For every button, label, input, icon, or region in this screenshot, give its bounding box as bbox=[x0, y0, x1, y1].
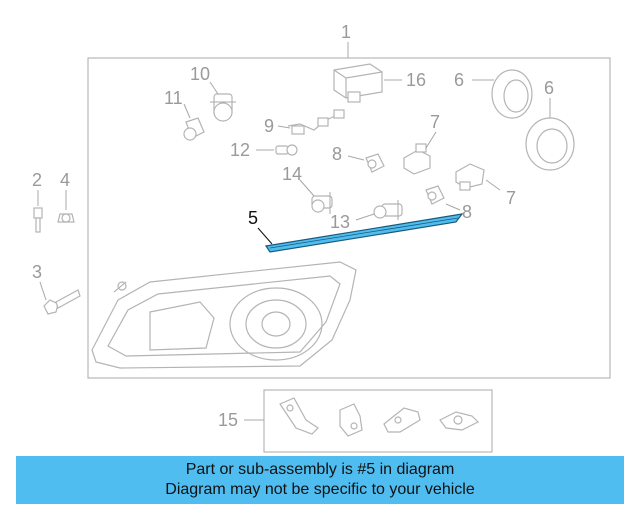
socket-7a bbox=[403, 143, 431, 175]
callout-14: 14 bbox=[282, 164, 302, 184]
callout-12: 12 bbox=[230, 140, 250, 160]
bulb-11 bbox=[183, 117, 205, 141]
callout-6a: 6 bbox=[454, 70, 464, 90]
banner-line-part: Part or sub-assembly is #5 in diagram bbox=[185, 461, 455, 478]
socket-8b bbox=[425, 185, 445, 205]
bracket-15b bbox=[339, 403, 363, 437]
callout-16: 16 bbox=[406, 70, 426, 90]
bulb-10 bbox=[210, 93, 236, 122]
bracket-kit-frame bbox=[263, 389, 493, 453]
callout-11: 11 bbox=[164, 88, 183, 108]
harness-9 bbox=[287, 109, 345, 135]
callout-13: 13 bbox=[330, 212, 350, 232]
bracket-15c bbox=[383, 407, 421, 433]
callout-15: 15 bbox=[218, 410, 238, 430]
callout-10: 10 bbox=[190, 64, 210, 84]
cap-6a bbox=[491, 69, 533, 119]
bracket-15d bbox=[439, 411, 480, 431]
module-16 bbox=[333, 63, 383, 103]
bolt-3 bbox=[43, 289, 81, 315]
bolt-2 bbox=[33, 207, 43, 233]
assembly-frame bbox=[87, 57, 611, 379]
bulb-13 bbox=[373, 200, 403, 220]
socket-8a bbox=[365, 153, 385, 173]
callout-5: 5 bbox=[248, 208, 258, 228]
callout-9: 9 bbox=[264, 116, 274, 136]
bulb-12 bbox=[275, 144, 298, 156]
banner-line-disclaimer: Diagram may not be specific to your vehi… bbox=[165, 481, 475, 498]
callout-4: 4 bbox=[60, 170, 70, 190]
info-banner: Part or sub-assembly is #5 in diagram Di… bbox=[16, 456, 624, 504]
callout-3: 3 bbox=[32, 262, 42, 282]
callout-1: 1 bbox=[341, 22, 351, 42]
callout-2: 2 bbox=[32, 170, 42, 190]
callout-7a: 7 bbox=[430, 112, 440, 132]
socket-7b bbox=[455, 163, 485, 191]
callout-8a: 8 bbox=[332, 144, 342, 164]
callout-7b: 7 bbox=[506, 188, 516, 208]
trim-strip-5-ridge bbox=[269, 217, 459, 249]
cap-6b bbox=[525, 117, 575, 171]
callout-8b: 8 bbox=[462, 202, 472, 222]
bracket-15a bbox=[279, 397, 319, 435]
bulb-14 bbox=[311, 192, 333, 214]
clip-4 bbox=[57, 213, 75, 223]
leader-5 bbox=[257, 227, 273, 245]
callout-6b: 6 bbox=[544, 78, 554, 98]
headlamp-housing bbox=[91, 261, 357, 369]
